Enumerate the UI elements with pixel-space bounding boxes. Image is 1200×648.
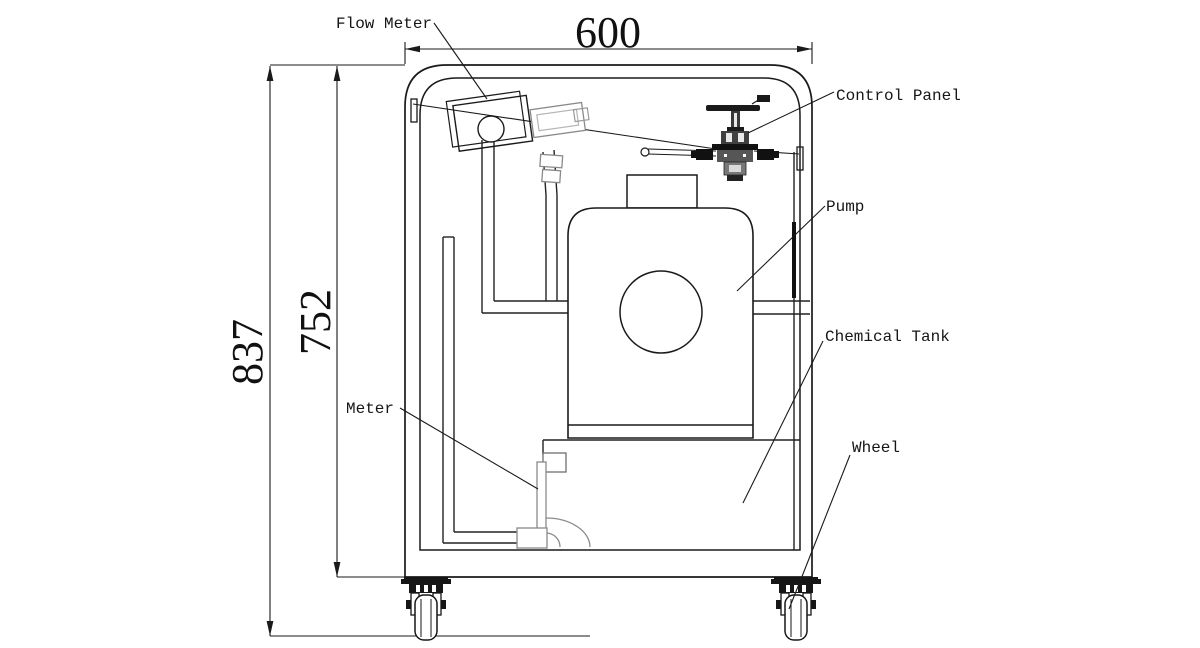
pipe-fitting-icon xyxy=(529,101,590,139)
label-pump: Pump xyxy=(826,198,864,216)
flow-meter-symbol xyxy=(445,90,590,153)
right-wall-bracket-icon xyxy=(796,146,804,171)
left-wall-bracket-icon xyxy=(410,98,418,123)
caster-wheel-left xyxy=(401,577,451,641)
leader-wheel xyxy=(788,454,851,610)
dim-width-600: 600 xyxy=(404,8,813,64)
label-control-panel: Control Panel xyxy=(836,87,961,105)
leader-control-panel xyxy=(747,91,835,134)
dim-837-text: 837 xyxy=(223,319,272,385)
leader-meter xyxy=(399,407,539,490)
label-chemical-tank: Chemical Tank xyxy=(825,328,950,346)
meter-symbol xyxy=(516,452,591,549)
lever-knob-icon xyxy=(640,147,650,157)
label-wheel: Wheel xyxy=(852,439,900,457)
pump-symbol xyxy=(567,174,754,439)
dim-height-752: 752 xyxy=(291,66,341,577)
leader-chemical-tank xyxy=(742,340,824,504)
leader-flow-meter xyxy=(433,22,488,100)
cabinet-inner-outline xyxy=(419,77,801,551)
pump-port-circle xyxy=(619,270,703,354)
dim-600-text: 600 xyxy=(575,8,641,57)
pipe-runs xyxy=(442,140,810,550)
label-meter: Meter xyxy=(346,400,394,418)
control-valve-symbol xyxy=(640,95,779,181)
flow-meter-dial-icon xyxy=(477,115,505,143)
dim-height-837: 837 xyxy=(223,66,274,636)
dim-752-text: 752 xyxy=(291,289,340,355)
leader-pump xyxy=(736,205,826,292)
label-flow-meter: Flow Meter xyxy=(336,15,432,33)
cabinet-outline xyxy=(404,64,813,578)
caster-wheel-right xyxy=(771,577,821,641)
